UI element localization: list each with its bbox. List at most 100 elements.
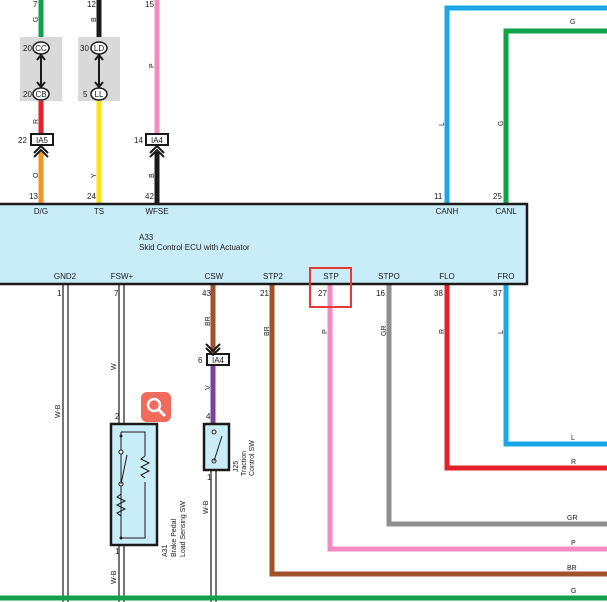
traction-control-switch[interactable] bbox=[202, 422, 231, 472]
connector-ia4-bottom-pin: 6 bbox=[198, 356, 203, 365]
wc-br3: BR bbox=[567, 565, 577, 572]
connector-ia5 bbox=[30, 133, 54, 158]
connector-ia5-pin: 22 bbox=[18, 136, 27, 145]
term-fsw: FSW+ bbox=[111, 272, 134, 281]
traction-sw-name2: Control SW bbox=[249, 440, 256, 476]
zoom-button[interactable] bbox=[141, 392, 171, 422]
term-dg: D/G bbox=[34, 207, 48, 216]
ecu-pin-24: 24 bbox=[87, 192, 96, 201]
wc-gr1: GR bbox=[381, 326, 388, 337]
ecu-pin-43: 43 bbox=[202, 289, 211, 298]
brake-pedal-switch[interactable] bbox=[109, 422, 159, 547]
ecu-pin-25: 25 bbox=[493, 192, 502, 201]
wc-g3: G bbox=[570, 19, 575, 26]
wc-o1: O bbox=[33, 172, 40, 178]
wc-v: V bbox=[205, 385, 212, 390]
wc-p1: P bbox=[149, 63, 156, 68]
term-stp: STP bbox=[323, 272, 339, 281]
junction-pin-20b: 20 bbox=[23, 90, 32, 99]
wc-wb3: W-B bbox=[111, 570, 118, 584]
ecu-pin-38: 38 bbox=[434, 289, 443, 298]
wc-l3: L bbox=[571, 435, 575, 442]
wc-br2: BR bbox=[264, 326, 271, 336]
wc-wb1: W-B bbox=[55, 404, 62, 418]
wc-p2: P bbox=[322, 329, 329, 334]
term-stp2: STP2 bbox=[263, 272, 284, 281]
highlight-stp-box bbox=[309, 267, 352, 308]
junction-label-cb: CB bbox=[35, 90, 46, 99]
term-wfse: WFSE bbox=[145, 207, 168, 216]
term-ts: TS bbox=[94, 207, 104, 216]
wire-gr-stpo[interactable] bbox=[386, 284, 607, 527]
wc-br1: BR bbox=[205, 316, 212, 326]
traction-sw-name1: Traction bbox=[241, 451, 248, 476]
ecu-pin-7: 7 bbox=[114, 289, 119, 298]
junction-pin-30: 30 bbox=[80, 44, 89, 53]
wire-r-flo[interactable] bbox=[444, 284, 607, 471]
connector-ia4-top-pin: 14 bbox=[134, 136, 143, 145]
ecu-id: A33 bbox=[139, 233, 154, 242]
ecu-pin-16: 16 bbox=[376, 289, 385, 298]
traction-sw-id: J25 bbox=[233, 461, 240, 472]
junction-cc-cb bbox=[32, 41, 50, 101]
traction-sw-pin-4: 4 bbox=[206, 412, 211, 421]
wc-g4: G bbox=[571, 588, 576, 595]
ecu-pin-21: 21 bbox=[260, 289, 269, 298]
ecu-pin-1: 1 bbox=[57, 289, 62, 298]
brake-sw-id: A31 bbox=[162, 544, 169, 557]
wc-w: W bbox=[111, 363, 118, 370]
ecu-pin-37: 37 bbox=[493, 289, 502, 298]
brake-sw-pin-2: 2 bbox=[115, 412, 120, 421]
junction-pin-5: 5 bbox=[83, 90, 88, 99]
magnifier-icon bbox=[146, 397, 166, 417]
wire-l-fro[interactable] bbox=[503, 284, 607, 447]
wc-g2: G bbox=[498, 121, 505, 126]
term-canl: CANL bbox=[495, 207, 517, 216]
wc-r2: R bbox=[439, 329, 446, 334]
ecu-box[interactable] bbox=[0, 202, 529, 286]
wc-b1: B bbox=[91, 17, 98, 22]
ecu-pin-27: 27 bbox=[318, 289, 327, 298]
ecu-pin-13: 13 bbox=[29, 192, 38, 201]
wire-p-stp[interactable] bbox=[327, 284, 607, 552]
wc-g1: G bbox=[33, 17, 40, 22]
brake-sw-pin-1: 1 bbox=[115, 547, 120, 556]
wc-p3: P bbox=[571, 540, 576, 547]
wire-g-canl[interactable] bbox=[503, 28, 607, 204]
pin-7: 7 bbox=[33, 0, 38, 9]
pin-15: 15 bbox=[145, 0, 154, 9]
term-stpo: STPO bbox=[378, 272, 400, 281]
term-fro: FRO bbox=[498, 272, 515, 281]
connector-ia4-bottom-label: IA4 bbox=[212, 356, 225, 365]
connector-ia4-top bbox=[145, 133, 169, 158]
wire-l-canh[interactable] bbox=[444, 5, 607, 204]
connector-ia4-top-label: IA4 bbox=[151, 136, 164, 145]
brake-sw-name2: Load Sensing SW bbox=[180, 501, 187, 557]
connector-ia5-label: IA5 bbox=[36, 136, 49, 145]
brake-sw-name1: Brake Pedal bbox=[171, 518, 178, 557]
junction-pin-20a: 20 bbox=[23, 44, 32, 53]
ecu-name: Skid Control ECU with Actuator bbox=[139, 243, 250, 252]
pin-12: 12 bbox=[87, 0, 96, 9]
top-wires bbox=[38, 0, 607, 204]
junction-label-cc: CC bbox=[35, 44, 47, 53]
traction-sw-pin-1: 1 bbox=[207, 473, 212, 482]
wc-r3: R bbox=[571, 459, 576, 466]
wc-gr2: GR bbox=[567, 515, 578, 522]
wire-br-stp2[interactable] bbox=[269, 284, 607, 577]
wc-y1: Y bbox=[91, 173, 98, 178]
ecu-pin-42: 42 bbox=[145, 192, 154, 201]
junction-label-ld: LD bbox=[94, 44, 104, 53]
ecu-pin-11: 11 bbox=[434, 192, 443, 201]
wc-b2: B bbox=[149, 173, 156, 178]
connector-ia4-bottom bbox=[205, 343, 230, 366]
term-gnd2: GND2 bbox=[54, 272, 77, 281]
term-flo: FLO bbox=[439, 272, 455, 281]
junction-label-ll: LL bbox=[95, 90, 104, 99]
term-csw: CSW bbox=[205, 272, 224, 281]
wc-wb2: W-B bbox=[203, 500, 210, 514]
wc-l1: L bbox=[439, 122, 446, 126]
junction-ld-ll bbox=[90, 41, 108, 101]
term-canh: CANH bbox=[436, 207, 459, 216]
